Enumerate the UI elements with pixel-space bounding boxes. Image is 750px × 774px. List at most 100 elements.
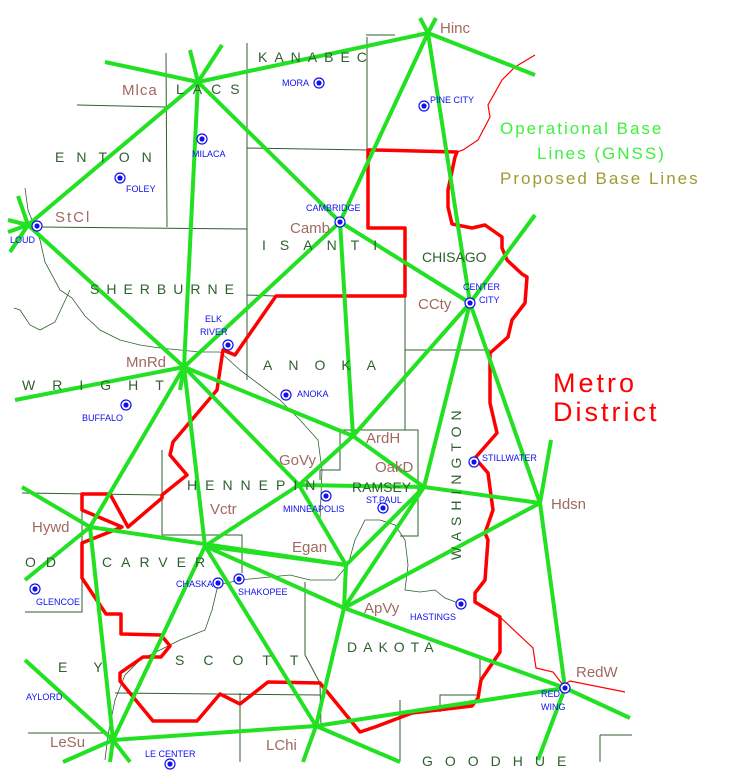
base-line — [315, 724, 401, 764]
station-ccty: CCty — [418, 296, 452, 313]
city-marker-dot — [32, 586, 38, 592]
base-line — [88, 526, 115, 741]
station-lesu: LeSu — [50, 734, 85, 751]
base-line — [468, 213, 537, 305]
city-marker-dot — [283, 392, 289, 398]
base-line — [182, 220, 342, 369]
base-line — [196, 80, 342, 224]
city-markers — [29, 77, 571, 770]
city-marker-dot — [215, 580, 221, 586]
county-anoka: ANOKA — [263, 357, 392, 373]
county-washington: WASHINGTON — [448, 404, 464, 560]
base-line — [297, 483, 348, 567]
city-shakopee: SHAKOPEE — [238, 587, 288, 597]
county-goodhue: GOODHUE — [422, 753, 578, 769]
station-govy: GoVy — [279, 452, 316, 469]
base-line — [342, 485, 426, 610]
city-mora: MORA — [282, 78, 309, 88]
base-line — [26, 80, 200, 227]
base-line — [351, 434, 426, 489]
state-border — [456, 54, 536, 153]
operational-base-lines — [7, 17, 631, 764]
city-marker-dot — [117, 175, 123, 181]
base-line — [564, 686, 631, 720]
county-ramsey: RAMSEY — [352, 479, 412, 495]
county-mille-lacs: LACS — [176, 81, 249, 97]
station-hinc: Hinc — [440, 20, 471, 37]
base-line — [468, 302, 542, 504]
base-line — [178, 366, 186, 391]
city-le-center: LE CENTER — [145, 749, 196, 759]
county-labels: KANABEC LACS ENTON SHERBURNE ISANTI CHIS… — [22, 49, 578, 769]
base-line — [338, 221, 355, 437]
base-line — [343, 606, 566, 690]
city-red-wing-1: RED — [541, 689, 561, 699]
base-line — [8, 223, 30, 254]
city-marker-dot — [467, 300, 473, 306]
base-line — [197, 31, 429, 84]
base-line — [343, 501, 541, 610]
base-line — [23, 658, 115, 742]
base-line — [426, 17, 438, 34]
base-line — [204, 544, 345, 610]
city-glencoe: GLENCOE — [36, 597, 80, 607]
county-sibley: EY — [58, 659, 129, 675]
legend-operational-line1: Operational Base — [500, 119, 663, 138]
station-vctr: Vctr — [210, 501, 237, 518]
base-line — [62, 738, 114, 764]
base-line — [351, 301, 472, 438]
city-chaska: CHASKA — [176, 579, 213, 589]
base-line — [344, 485, 426, 567]
base-line — [196, 43, 224, 84]
city-loud: LOUD — [10, 235, 36, 245]
base-line — [342, 564, 348, 609]
legend-operational-line2: Lines (GNSS) — [537, 144, 666, 163]
station-stcl: StCl — [55, 209, 91, 226]
base-line — [298, 483, 425, 489]
county-chisago: CHISAGO — [422, 249, 487, 265]
city-marker-dot — [471, 459, 477, 465]
city-center-city-1: CENTER — [463, 282, 501, 292]
base-line — [88, 365, 186, 529]
city-marker-dot — [421, 103, 427, 109]
district-title-line2: District — [553, 397, 660, 427]
city-stillwater: STILLWATER — [482, 453, 537, 463]
district-title: Metro District — [553, 368, 660, 427]
base-line — [182, 366, 207, 547]
city-center-city-2: CITY — [479, 295, 500, 305]
city-marker-dot — [123, 402, 129, 408]
city-anoka: ANOKA — [297, 389, 329, 399]
city-st-paul: ST.PAUL — [366, 495, 402, 505]
city-milaca: MILACA — [192, 149, 226, 159]
station-egan: Egan — [292, 539, 327, 556]
county-sherburne: SHERBURNE — [90, 281, 241, 297]
county-kanabec: KANABEC — [258, 49, 374, 65]
city-marker-dot — [323, 493, 329, 499]
station-redw: RedW — [576, 664, 619, 681]
city-red-wing-2: WING — [541, 702, 566, 712]
county-scott: SCOTT — [175, 652, 317, 668]
base-line — [104, 60, 199, 84]
base-line — [204, 544, 347, 567]
city-marker-dot — [337, 219, 343, 225]
city-hastings: HASTINGS — [410, 612, 456, 622]
county-carver: CARVER — [102, 554, 214, 570]
city-foley: FOLEY — [126, 184, 156, 194]
station-hywd: Hywd — [32, 519, 70, 536]
base-line — [203, 483, 301, 548]
base-line — [14, 365, 185, 402]
city-elk-river-2: RIVER — [200, 327, 228, 337]
base-line — [426, 32, 472, 304]
base-line — [182, 81, 200, 368]
station-labels: Hinc Mlca StCl Camb CCty MnRd ArdH GoVy … — [32, 20, 619, 754]
base-line — [538, 502, 567, 689]
station-mlca: Mlca — [122, 82, 158, 99]
county-wright: WRIGHT — [22, 377, 181, 393]
county-benton: ENTON — [55, 149, 164, 165]
state-border-south — [499, 616, 626, 693]
base-line — [315, 686, 566, 728]
station-apvy: ApVy — [364, 600, 400, 617]
city-cambridge: CAMBRIDGE — [306, 203, 361, 213]
base-line — [338, 220, 472, 305]
